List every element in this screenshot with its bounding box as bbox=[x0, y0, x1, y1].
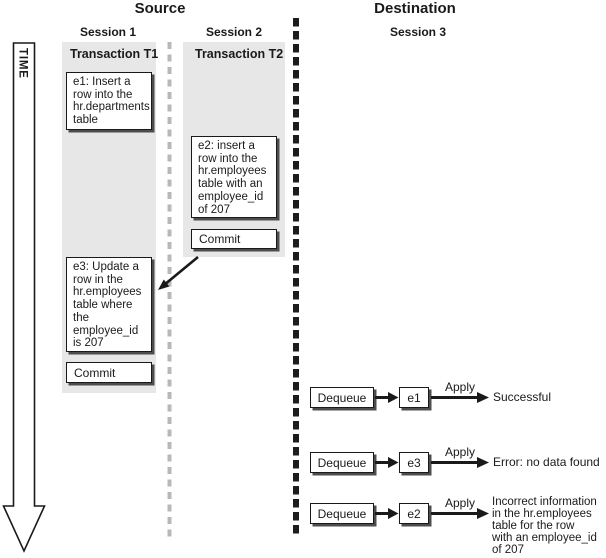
dequeue-to-e3-arrowhead bbox=[388, 457, 399, 468]
transaction-t2-title: Transaction T2 bbox=[195, 47, 284, 61]
apply-label-row3: Apply bbox=[444, 496, 476, 510]
time-axis-label: TIME bbox=[17, 48, 29, 79]
session1-title: Session 1 bbox=[79, 25, 137, 39]
dequeue-box-row1: Dequeue bbox=[310, 387, 374, 408]
session2-commit-box: Commit bbox=[191, 229, 277, 249]
transaction-t1-title: Transaction T1 bbox=[70, 47, 159, 61]
session2-title: Session 2 bbox=[205, 25, 263, 39]
dequeue-to-e1-arrowhead bbox=[388, 392, 399, 403]
t2-commit-to-e3-arrowhead bbox=[158, 279, 170, 290]
event-e2-small-box: e2 bbox=[399, 503, 429, 524]
dequeue-to-e2-arrowhead bbox=[388, 508, 399, 519]
session1-commit-box: Commit bbox=[66, 362, 152, 383]
t2-commit-to-e3-arrow-line bbox=[165, 255, 199, 285]
time-arrow bbox=[2, 42, 46, 553]
source-title: Source bbox=[134, 0, 186, 17]
event-e2-box: e2: insert a row into the hr.employees t… bbox=[191, 136, 277, 218]
event-e3-small-box: e3 bbox=[399, 452, 429, 473]
result-row2: Error: no data found bbox=[493, 455, 600, 469]
apply-label-row2: Apply bbox=[444, 445, 476, 459]
event-e1-small-box: e1 bbox=[399, 387, 429, 408]
result-row1: Successful bbox=[493, 390, 552, 404]
destination-title: Destination bbox=[374, 0, 456, 17]
event-e1-box: e1: Insert a row into the hr.departments… bbox=[66, 72, 152, 130]
dequeue-box-row2: Dequeue bbox=[310, 452, 374, 473]
apply-label-row1: Apply bbox=[444, 380, 476, 394]
session3-title: Session 3 bbox=[389, 25, 447, 39]
event-e3-box: e3: Update a row in the hr.employees tab… bbox=[66, 257, 152, 352]
dequeue-box-row3: Dequeue bbox=[310, 503, 374, 524]
result-row3: Incorrect information in the hr.employee… bbox=[492, 496, 597, 557]
